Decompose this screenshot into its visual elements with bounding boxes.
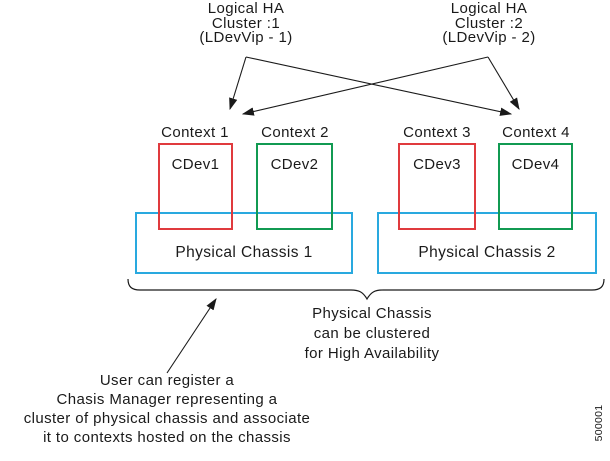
register-note-line3: cluster of physical chassis and associat… xyxy=(23,410,311,427)
logical-ha-cluster2-label: Logical HA Cluster :2 (LDevVip - 2) xyxy=(409,0,569,46)
cdev2-box: CDev2 xyxy=(256,143,333,230)
logical-ha-cluster1-label: Logical HA Cluster :1 (LDevVip - 1) xyxy=(166,0,326,46)
clustering-note-line2: can be clustered xyxy=(313,325,431,342)
context1-label: Context 1 xyxy=(161,124,229,141)
arrow-cluster2-to-context4 xyxy=(487,56,520,111)
arrow-register-note-to-chassis xyxy=(166,297,217,374)
physical-chassis1-label: Physical Chassis 1 xyxy=(175,244,313,261)
cdev4-label: CDev4 xyxy=(511,156,560,173)
context3-label: Context 3 xyxy=(403,124,471,141)
clustering-note-line1: Physical Chassis xyxy=(312,305,432,322)
register-note-line4: it to contexts hosted on the chassis xyxy=(43,429,291,446)
register-note: User can register a Chasis Manager repre… xyxy=(0,371,334,447)
cdev1-label: CDev1 xyxy=(171,156,220,173)
register-note-line1: User can register a xyxy=(99,372,235,389)
context2-label: Context 2 xyxy=(261,124,329,141)
cdev3-box: CDev3 xyxy=(398,143,476,230)
cdev4-box: CDev4 xyxy=(498,143,573,230)
clustering-note: Physical Chassis can be clustered for Hi… xyxy=(267,304,477,364)
cdev2-label: CDev2 xyxy=(270,156,319,173)
context4-label: Context 4 xyxy=(502,124,570,141)
register-note-line2: Chasis Manager representing a xyxy=(56,391,278,408)
cluster2-line2: Cluster :2 xyxy=(454,14,524,32)
figure-id-label: 500001 xyxy=(593,404,605,442)
cluster1-line1: Logical HA xyxy=(207,0,285,17)
physical-chassis2-label: Physical Chassis 2 xyxy=(418,244,556,261)
cluster1-line3: (LDevVip - 1) xyxy=(199,29,293,46)
clustering-note-line3: for High Availability xyxy=(304,345,440,362)
cluster1-line2: Cluster :1 xyxy=(211,14,281,32)
arrow-cluster1-to-context4-area xyxy=(245,56,513,116)
cluster2-line3: (LDevVip - 2) xyxy=(442,29,536,46)
arrow-cluster1-to-context1 xyxy=(229,56,247,111)
arrow-cluster2-to-context1-area xyxy=(241,56,489,116)
clustering-brace xyxy=(127,278,605,301)
cdev1-box: CDev1 xyxy=(158,143,233,230)
cluster2-line1: Logical HA xyxy=(450,0,528,17)
cdev3-label: CDev3 xyxy=(413,156,461,173)
physical-chassis2-box: Physical Chassis 2 xyxy=(377,212,597,274)
physical-chassis1-box: Physical Chassis 1 xyxy=(135,212,353,274)
